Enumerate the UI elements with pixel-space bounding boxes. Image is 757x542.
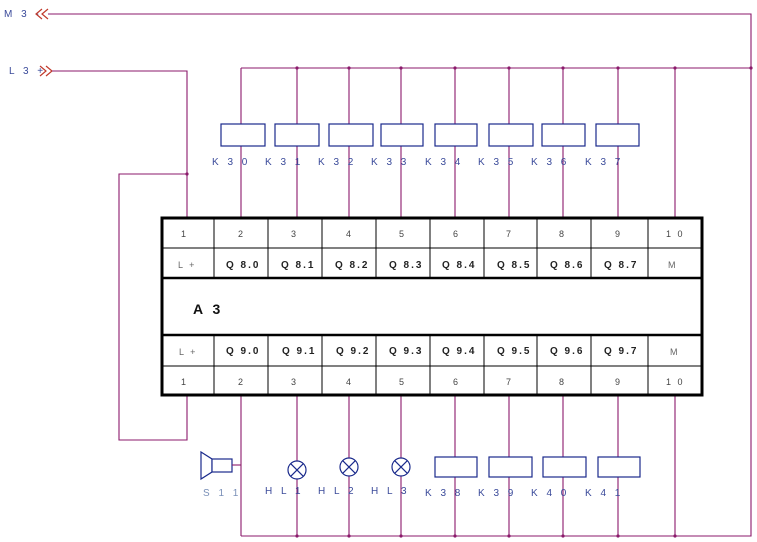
bottom-terminal-6: 6	[453, 377, 460, 387]
rail-label-m3: M 3 -	[4, 9, 42, 20]
top-terminal-7: 7	[506, 229, 513, 239]
top-coils: K 3 0 K 3 1 K 3 2 K 3 3 K 3 4 K 3 5 K 3 …	[212, 123, 640, 168]
top-signal-l-plus: L +	[178, 260, 196, 270]
load-label-k38: K 3 8	[425, 488, 463, 499]
bottom-terminal-5: 5	[399, 377, 406, 387]
top-terminal-1: 1	[181, 229, 188, 239]
bottom-loads: S 1 1 H L 1 H L 2 H L 3 K 3 8 K 3 9 K 4 …	[200, 450, 641, 499]
load-label-k41: K 4 1	[585, 488, 623, 499]
coil-k40-symbol	[542, 456, 587, 478]
bottom-cell-dividers	[213, 335, 649, 395]
top-terminal-6: 6	[453, 229, 460, 239]
load-label-s11: S 1 1	[203, 488, 241, 499]
top-signal-q8-5: Q 8.5	[497, 260, 531, 271]
bottom-signal-l-plus: L +	[179, 347, 197, 357]
plc-module-a3: 1 2 3 4 5 6 7 8 9 1 0 L + Q 8.0 Q 8.1 Q …	[160, 216, 704, 397]
bottom-terminal-3: 3	[291, 377, 298, 387]
bottom-signal-q9-0: Q 9.0	[226, 346, 260, 357]
coil-k30-symbol	[220, 123, 266, 147]
top-signal-q8-4: Q 8.4	[442, 260, 476, 271]
coil-k38-symbol	[434, 456, 478, 478]
coil-label-k32: K 3 2	[318, 157, 356, 168]
load-label-k40: K 4 0	[531, 488, 569, 499]
top-terminal-2: 2	[238, 229, 245, 239]
bottom-terminal-1: 1	[181, 377, 188, 387]
bottom-signal-q9-3: Q 9.3	[389, 346, 423, 357]
rail-arrow-m3	[35, 8, 49, 20]
top-terminal-8: 8	[559, 229, 566, 239]
top-signal-m: M	[668, 260, 678, 270]
rail-label-l3: L 3 +	[9, 66, 46, 77]
top-terminal-3: 3	[291, 229, 298, 239]
bottom-signal-q9-6: Q 9.6	[550, 346, 584, 357]
coil-k39-symbol	[488, 456, 533, 478]
bottom-signal-q9-7: Q 9.7	[604, 346, 638, 357]
load-label-k39: K 3 9	[478, 488, 516, 499]
bottom-terminal-9: 9	[615, 377, 622, 387]
lamp-hl3-icon	[391, 457, 411, 477]
lamp-hl2-icon	[339, 457, 359, 477]
coil-k34-symbol	[434, 123, 478, 147]
load-label-hl2: H L 2	[318, 486, 357, 497]
bottom-terminal-2: 2	[238, 377, 245, 387]
top-terminal-5: 5	[399, 229, 406, 239]
coil-label-k33: K 3 3	[371, 157, 409, 168]
top-signal-q8-6: Q 8.6	[550, 260, 584, 271]
bottom-signal-q9-1: Q 9.1	[282, 346, 316, 357]
coil-k31-symbol	[274, 123, 320, 147]
coil-k37-symbol	[595, 123, 640, 147]
bottom-terminal-10: 1 0	[666, 377, 685, 387]
load-label-hl1: H L 1	[265, 486, 304, 497]
top-signal-q8-1: Q 8.1	[281, 260, 315, 271]
coil-k35-symbol	[488, 123, 534, 147]
coil-k41-symbol	[597, 456, 641, 478]
top-signal-q8-2: Q 8.2	[335, 260, 369, 271]
bottom-terminal-8: 8	[559, 377, 566, 387]
top-signal-q8-7: Q 8.7	[604, 260, 638, 271]
lamp-hl1-icon	[287, 460, 307, 480]
top-signal-q8-0: Q 8.0	[226, 260, 260, 271]
top-signal-q8-3: Q 8.3	[389, 260, 423, 271]
coil-k33-symbol	[380, 123, 424, 147]
top-cell-dividers	[213, 218, 649, 278]
coil-label-k37: K 3 7	[585, 157, 623, 168]
coil-k36-symbol	[541, 123, 586, 147]
horn-icon	[200, 450, 241, 481]
top-terminal-4: 4	[346, 229, 353, 239]
bottom-signal-q9-2: Q 9.2	[336, 346, 370, 357]
coil-label-k34: K 3 4	[425, 157, 463, 168]
bottom-terminal-4: 4	[346, 377, 353, 387]
bottom-signal-q9-4: Q 9.4	[442, 346, 476, 357]
bottom-signal-q9-5: Q 9.5	[497, 346, 531, 357]
module-title: A 3	[193, 301, 223, 317]
coil-label-k30: K 3 0	[212, 157, 250, 168]
load-label-hl3: H L 3	[371, 486, 410, 497]
bottom-terminal-7: 7	[506, 377, 513, 387]
coil-label-k35: K 3 5	[478, 157, 516, 168]
top-terminal-10: 1 0	[666, 229, 685, 239]
bottom-signal-m: M	[670, 347, 680, 357]
coil-label-k36: K 3 6	[531, 157, 569, 168]
coil-k32-symbol	[328, 123, 374, 147]
top-terminal-9: 9	[615, 229, 622, 239]
coil-label-k31: K 3 1	[265, 157, 303, 168]
